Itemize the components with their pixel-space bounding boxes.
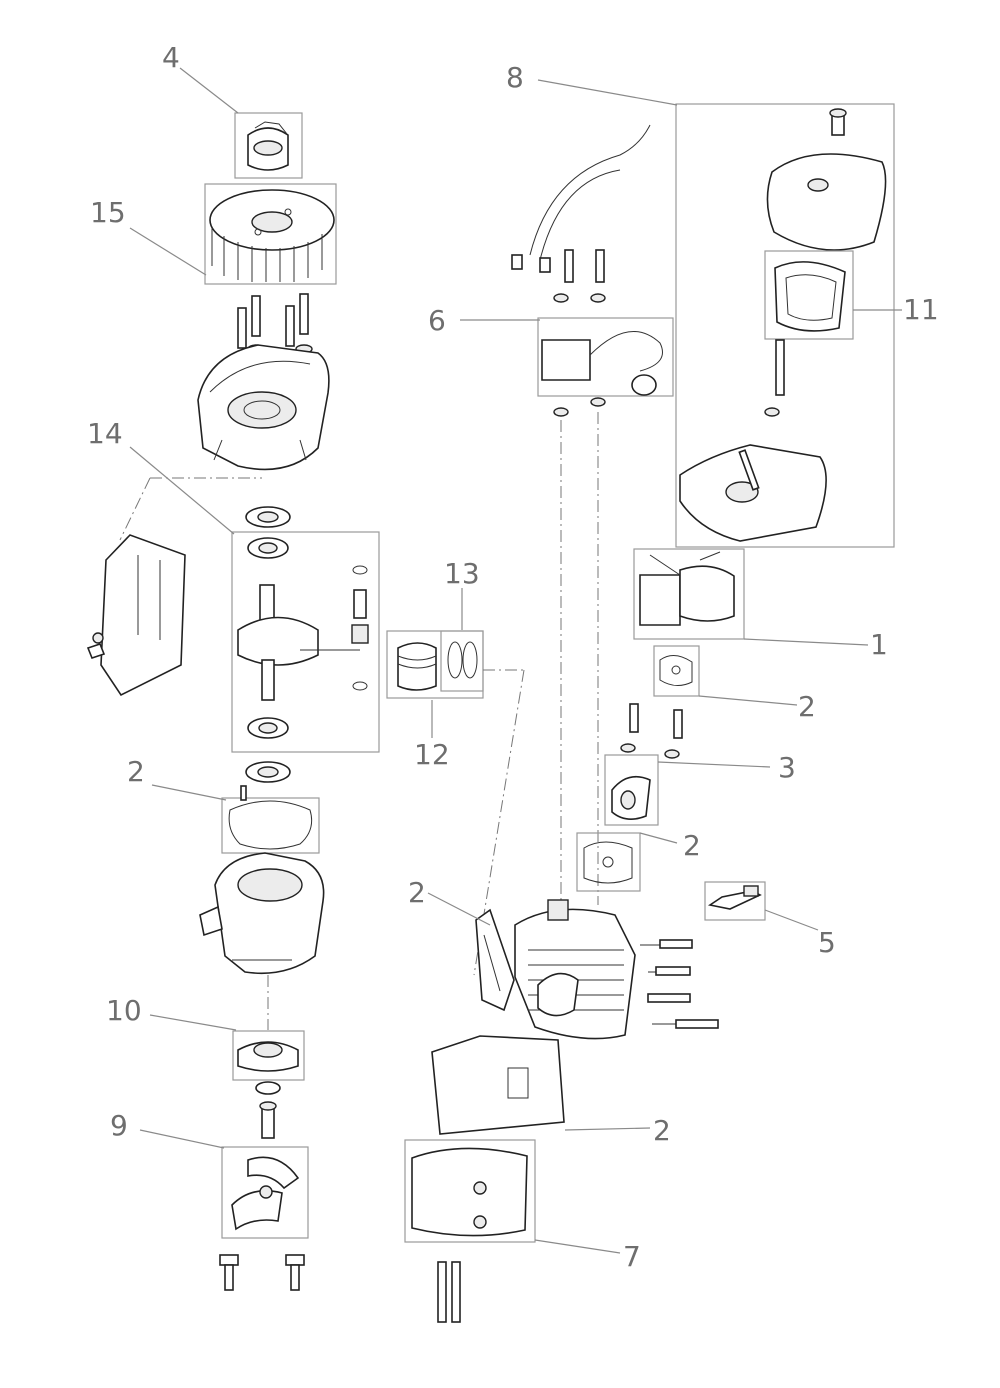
part-side-cover-plate bbox=[86, 534, 186, 697]
callout-5: 5 bbox=[818, 926, 836, 959]
callout-2-intake: 2 bbox=[683, 829, 701, 862]
callout-14: 14 bbox=[87, 417, 123, 450]
callout-2-muffler: 2 bbox=[653, 1114, 671, 1147]
bolts-clutch bbox=[219, 1254, 305, 1291]
callout-12: 12 bbox=[414, 738, 450, 771]
part-2-intake-gasket bbox=[576, 832, 641, 892]
callout-13: 13 bbox=[444, 557, 480, 590]
part-7-muffler bbox=[404, 1139, 536, 1323]
part-2-cylinder-gasket bbox=[475, 908, 515, 1012]
callout-10: 10 bbox=[106, 994, 142, 1027]
part-bearing-lower bbox=[245, 761, 291, 783]
part-crankcase-housing-lower bbox=[199, 852, 325, 975]
part-bearing-upper bbox=[245, 506, 291, 528]
part-cylinder bbox=[514, 899, 719, 1040]
part-crankcase-housing-top bbox=[197, 344, 330, 471]
callout-2-left: 2 bbox=[127, 755, 145, 788]
callout-11: 11 bbox=[903, 293, 939, 326]
part-5-spark-plug bbox=[704, 881, 766, 921]
part-2-muffler-gasket bbox=[431, 1035, 565, 1135]
callout-6: 6 bbox=[428, 304, 446, 337]
part-15-flywheel bbox=[204, 183, 337, 285]
callout-2-cyl-gasket: 2 bbox=[408, 876, 426, 909]
callout-15: 15 bbox=[90, 196, 126, 229]
part-13-piston-rings bbox=[440, 630, 484, 692]
part-10-clutch-bracket bbox=[232, 1030, 305, 1095]
callout-4: 4 bbox=[162, 41, 180, 74]
part-9-clutch bbox=[221, 1146, 309, 1239]
callout-8: 8 bbox=[506, 61, 524, 94]
callout-7: 7 bbox=[623, 1240, 641, 1273]
part-12-piston bbox=[386, 630, 484, 699]
part-4-starter-pawl bbox=[234, 112, 303, 179]
part-1-carburetor bbox=[633, 548, 745, 640]
part-11-filter-element bbox=[764, 250, 854, 340]
part-2-carburetor-gasket bbox=[653, 645, 700, 697]
callout-3: 3 bbox=[778, 751, 796, 784]
part-14-crankshaft-assembly bbox=[231, 531, 380, 753]
part-3-intake-manifold bbox=[604, 754, 659, 826]
callout-9: 9 bbox=[110, 1109, 128, 1142]
part-6-ignition-coil bbox=[511, 124, 674, 417]
callout-2-carb: 2 bbox=[798, 690, 816, 723]
bolts-carburetor bbox=[620, 703, 683, 759]
callout-1: 1 bbox=[870, 628, 888, 661]
part-8-air-filter-assembly bbox=[675, 103, 895, 548]
part-2-crankcase-gasket bbox=[221, 785, 320, 854]
part-clutch-shaft bbox=[259, 1101, 277, 1139]
part-air-filter-base bbox=[679, 339, 827, 542]
